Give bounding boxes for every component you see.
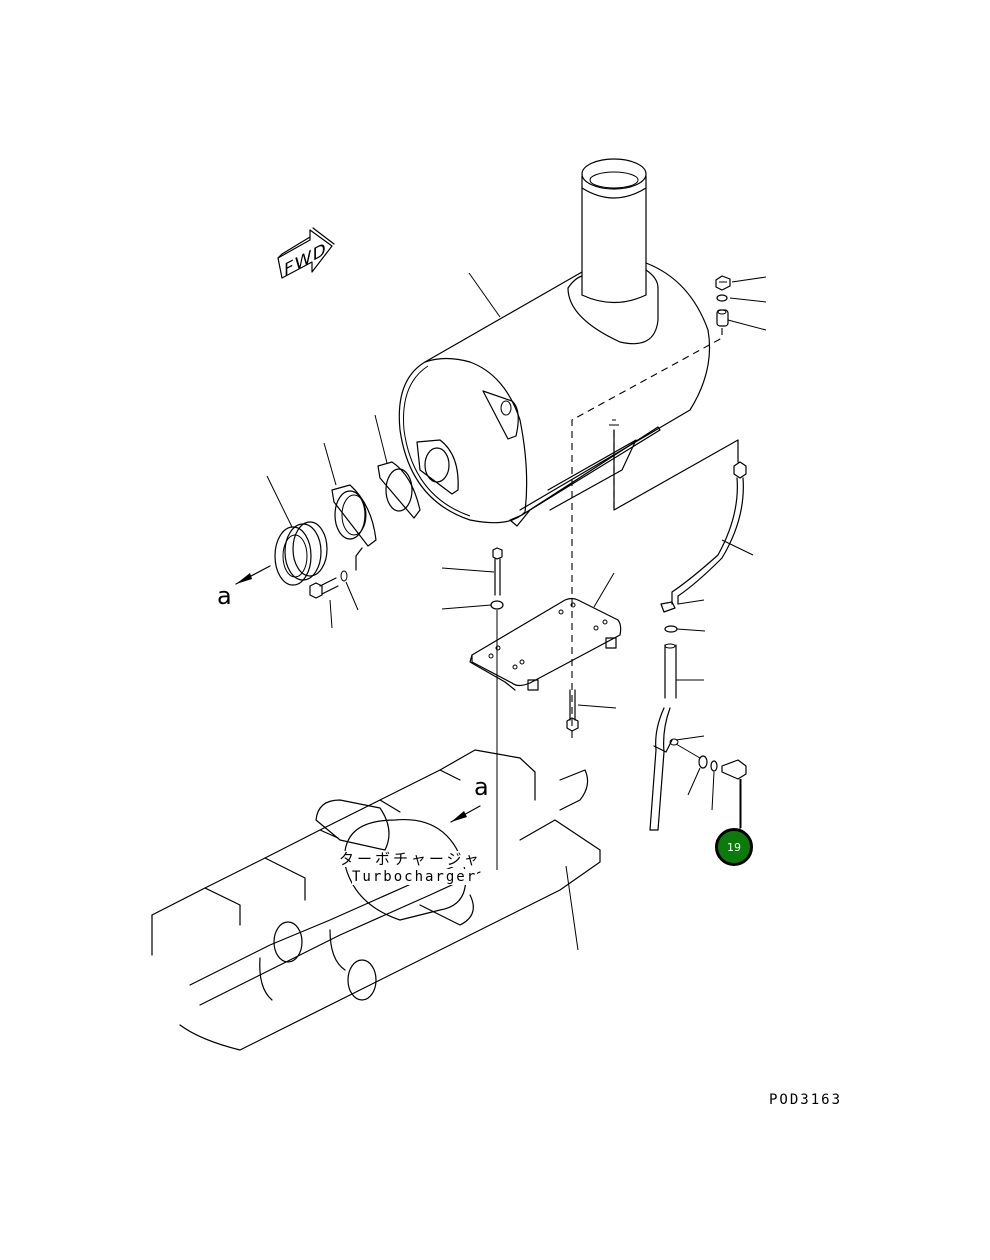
- drawing-code: POD3163: [769, 1092, 843, 1108]
- bellows-joint: [274, 521, 328, 586]
- muffler-bracket: [469, 597, 622, 691]
- view-marker-a: a: [217, 582, 232, 610]
- leader-line: [468, 272, 501, 318]
- bolt: [309, 570, 348, 599]
- bolt-washers: [675, 743, 747, 830]
- bracket-bolts: [441, 547, 617, 870]
- view-marker-a: a: [474, 773, 489, 801]
- turbocharger-label-en: Turbocharger: [352, 869, 478, 885]
- turbocharger-label-jp: ターボチャージャ: [339, 850, 482, 868]
- engine-block: [151, 749, 601, 1051]
- fwd-arrow-icon: [277, 227, 335, 279]
- gasket: [377, 461, 421, 519]
- part-number-badge[interactable]: 19: [715, 828, 753, 866]
- hose: [649, 643, 705, 831]
- muffler: [398, 158, 711, 527]
- flange-adapter: [331, 484, 377, 547]
- assembly-centerline: [571, 328, 723, 742]
- drain-pipe: [660, 461, 754, 633]
- part-number: 19: [727, 840, 741, 854]
- nut-washer-spacer: [715, 275, 767, 331]
